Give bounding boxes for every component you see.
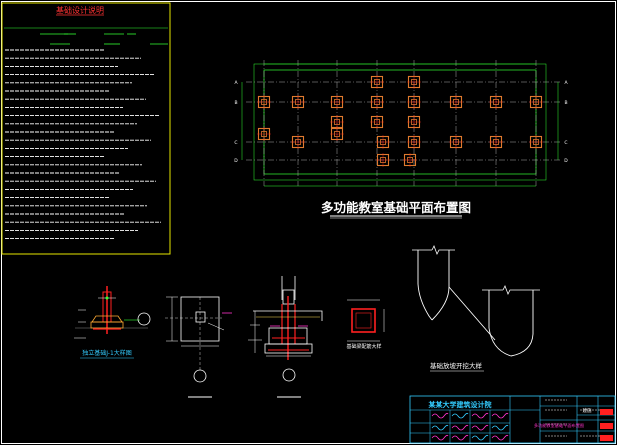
footing-marker — [489, 135, 503, 149]
notes-title: 基础设计说明 — [56, 5, 104, 15]
title-block-company: 某某大学建筑设计院 — [428, 400, 492, 409]
footing-marker — [330, 127, 344, 141]
detail-c-title: 基础放坡开挖大样 — [430, 361, 483, 370]
footing-marker — [529, 135, 543, 149]
footing-marker — [291, 95, 305, 109]
beam-column-section-detail — [248, 276, 323, 398]
axis-row-label: D — [564, 158, 568, 164]
axis-row-label: A — [564, 80, 568, 86]
excavation-profile-detail — [412, 245, 540, 357]
detail-b-title: 基础梁配筋大样 — [346, 343, 381, 350]
footing-marker — [529, 95, 543, 109]
axis-row-label: C — [234, 140, 237, 146]
footing-marker — [257, 95, 271, 109]
footing-marker — [370, 75, 384, 89]
title-block-drawing-name: 多功能教室基础平面布置图 — [534, 422, 584, 429]
axis-row-label: D — [234, 158, 238, 164]
notes-text-lines — [4, 27, 168, 240]
footing-marker — [407, 95, 421, 109]
title-block-stamp: 建施 — [583, 407, 592, 414]
footing-marker — [330, 95, 344, 109]
footing-marker — [376, 135, 390, 149]
footing-marker — [330, 115, 344, 129]
title-block — [409, 395, 616, 444]
footing-marker — [449, 95, 463, 109]
axis-bubble — [137, 312, 151, 326]
footing-marker — [403, 153, 417, 167]
footing-marker — [449, 135, 463, 149]
footing-marker — [370, 95, 384, 109]
footing-marker — [407, 115, 421, 129]
axis-row-label: A — [234, 80, 238, 86]
foundation-plan: A A B B C C D D — [234, 60, 568, 187]
footing-plan-detail — [165, 296, 232, 398]
footing-section-detail — [74, 286, 148, 339]
footing-marker — [376, 153, 390, 167]
axis-row-label: B — [234, 100, 237, 106]
footing-marker — [291, 135, 305, 149]
axis-row-label: B — [564, 100, 567, 106]
footing-marker — [407, 75, 421, 89]
footing-marker — [370, 115, 384, 129]
detail-a-title: 独立基础J-1大样图 — [82, 349, 132, 357]
notes-panel: 基础设计说明 — [1, 2, 171, 255]
footing-marker — [489, 95, 503, 109]
plan-title: 多功能教室基础平面布置图 — [321, 200, 471, 215]
axis-row-label: C — [564, 140, 567, 146]
beam-rebar-section — [347, 299, 385, 342]
footing-marker — [257, 127, 271, 141]
footing-marker — [407, 135, 421, 149]
